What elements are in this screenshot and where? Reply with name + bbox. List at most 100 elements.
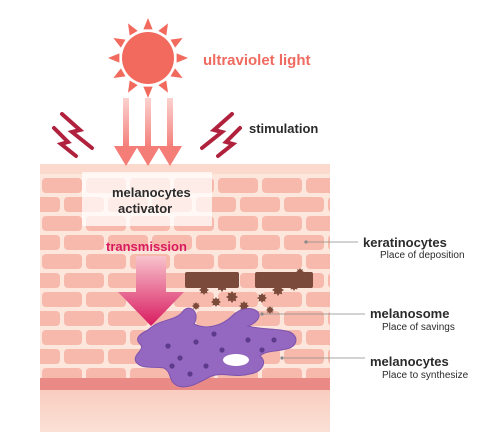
lightning-icon xyxy=(52,112,94,158)
melanosome-dot xyxy=(211,331,217,337)
keratinocyte-cell xyxy=(86,254,126,269)
melanosome-sublabel: Place of savings xyxy=(382,322,455,333)
keratinocyte-cell xyxy=(328,311,330,326)
melanocytes-sublabel: Place to synthesize xyxy=(382,370,469,381)
keratinocyte-cell xyxy=(40,235,60,250)
sun-ray xyxy=(170,38,183,48)
keratinocyte-cell xyxy=(284,349,324,364)
keratinocyte-cell xyxy=(262,178,302,193)
keratinocyte-cell xyxy=(174,254,214,269)
keratinocyte-cell xyxy=(40,311,60,326)
keratinocyte-cell xyxy=(196,235,236,250)
keratinocyte-cell xyxy=(64,235,104,250)
sun-ray xyxy=(113,68,126,78)
keratinocyte-cell xyxy=(152,235,192,250)
melanosome-granule xyxy=(192,302,200,310)
keratinocyte-cell xyxy=(86,330,126,345)
sun-ray xyxy=(176,53,188,63)
keratinocyte-cell xyxy=(40,273,60,288)
melanosome-granule xyxy=(216,280,228,292)
melanosome-granule xyxy=(257,293,267,303)
keratinocyte-cell xyxy=(42,330,82,345)
keratinocyte-cell xyxy=(218,178,258,193)
lightning-icon xyxy=(200,112,242,158)
melanosome-dot xyxy=(193,339,199,345)
keratinocyte-cell xyxy=(328,349,330,364)
sun-icon xyxy=(108,18,188,98)
sun-ray xyxy=(113,38,126,48)
keratinocyte-cell xyxy=(64,273,104,288)
keratinocyte-cell xyxy=(174,292,214,307)
keratinocyte-cell xyxy=(108,235,148,250)
keratinocyte-cell xyxy=(284,197,324,212)
melanosome-dot xyxy=(203,363,209,369)
sun-ray xyxy=(143,18,153,30)
keratinocyte-cell xyxy=(218,292,258,307)
keratinocyte-cell xyxy=(306,216,330,231)
melanosome-dot xyxy=(259,347,265,353)
transmission-label: transmission xyxy=(106,239,187,254)
sun-ray xyxy=(158,80,168,93)
leader-lines xyxy=(260,240,365,360)
keratinocytes-sublabel: Place of deposition xyxy=(380,250,465,261)
uv-rays xyxy=(114,98,182,166)
melanosome-granules xyxy=(192,268,304,314)
keratinocyte-cell xyxy=(86,292,126,307)
sun-ray xyxy=(143,86,153,98)
keratinocyte-cell xyxy=(42,178,82,193)
sun-ray xyxy=(128,23,138,36)
melanosome-granule xyxy=(211,297,221,307)
melanosome-dot xyxy=(169,363,175,369)
melanosome-granule xyxy=(226,291,238,303)
melanosome-dot xyxy=(165,343,171,349)
keratinocyte-cell xyxy=(306,178,330,193)
sun-ray xyxy=(108,53,120,63)
melanosome-dot xyxy=(177,355,183,361)
melanocytes-label: melanocytes xyxy=(370,354,449,369)
stimulation-label: stimulation xyxy=(249,121,319,136)
keratinocyte-cell xyxy=(218,216,258,231)
keratinocyte-cell xyxy=(284,235,324,250)
keratinocyte-cell xyxy=(42,292,82,307)
keratinocyte-cell xyxy=(40,349,60,364)
activator-box xyxy=(82,172,212,226)
transmission-arrow xyxy=(118,256,184,326)
melanin-deposits xyxy=(185,272,313,288)
melanosome-label: melanosome xyxy=(370,306,450,321)
keratinocyte-cell xyxy=(328,273,330,288)
melanosome-granule xyxy=(266,306,274,314)
keratinocyte-cell xyxy=(240,235,280,250)
keratinocyte-cell xyxy=(262,254,302,269)
keratinocyte-cell xyxy=(262,292,302,307)
uv-label: ultraviolet light xyxy=(203,52,311,69)
keratinocyte-cell xyxy=(40,197,60,212)
keratinocyte-cell xyxy=(306,292,330,307)
keratinocyte-cell xyxy=(306,254,330,269)
melanosome-dot xyxy=(219,347,225,353)
keratinocyte-cell xyxy=(108,311,148,326)
sun-ray xyxy=(170,68,183,78)
activator-label-line2: activator xyxy=(118,201,173,216)
keratinocyte-cell xyxy=(218,254,258,269)
dermis-layer xyxy=(40,390,330,432)
keratinocyte-cell xyxy=(284,311,324,326)
melanosome-granule xyxy=(289,281,299,291)
melanosome-dot xyxy=(245,337,251,343)
keratinocyte-cell xyxy=(262,216,302,231)
melanosome-granule xyxy=(199,285,209,295)
keratinocyte-cell xyxy=(42,216,82,231)
keratinocyte-cell xyxy=(42,254,82,269)
keratinocyte-cell xyxy=(240,197,280,212)
keratinocyte-cell xyxy=(306,330,330,345)
keratinocyte-cell xyxy=(328,235,330,250)
melanosome-granule xyxy=(296,268,304,276)
melanosome-dot xyxy=(271,337,277,343)
melanosome-granule xyxy=(272,284,284,296)
melanocyte-cell xyxy=(134,307,297,388)
melanosome-dot xyxy=(187,371,193,377)
activator-label-line1: melanocytes xyxy=(112,185,191,200)
keratinocyte-cell xyxy=(328,197,330,212)
sun-ray xyxy=(128,80,138,93)
sun-ray xyxy=(158,23,168,36)
